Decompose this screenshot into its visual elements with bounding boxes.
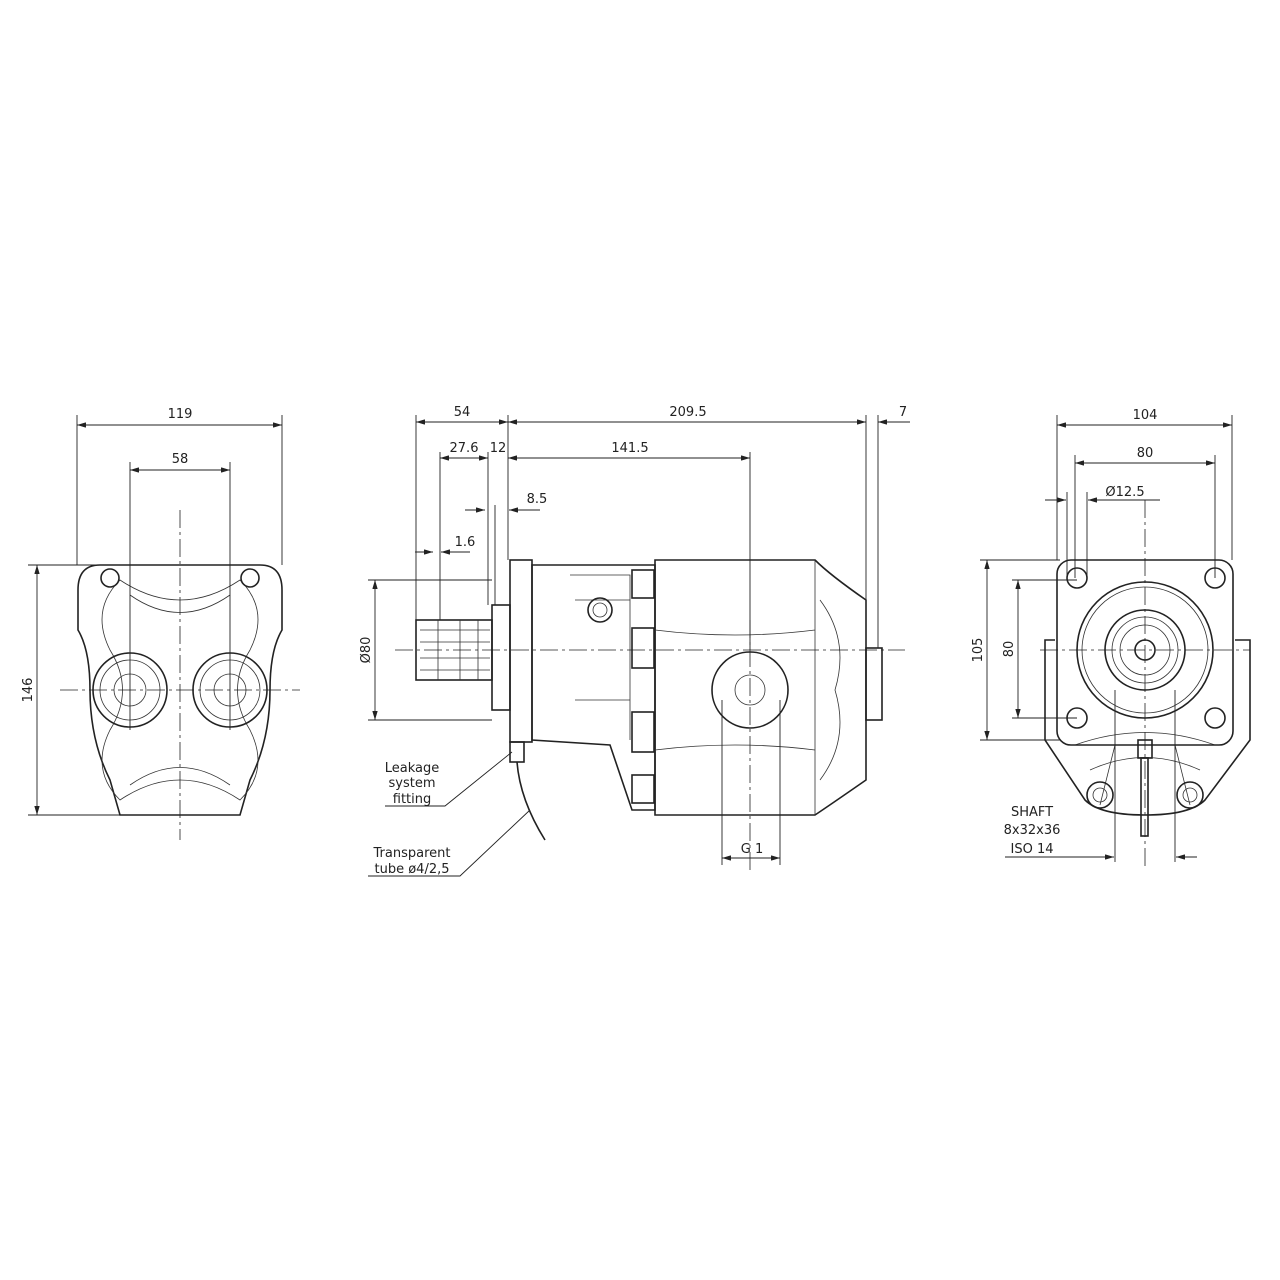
dim-plug: 7 xyxy=(899,405,907,420)
side-view: 54 209.5 7 27.6 12 141.5 8.5 1.6 Ø80 G 1… xyxy=(359,405,910,877)
dim-spline-length: 27.6 xyxy=(450,441,479,456)
leakage-label-3: fitting xyxy=(393,792,432,807)
dim-hole-spacing-h: 80 xyxy=(1137,446,1154,461)
dim-port-size: G 1 xyxy=(741,842,763,857)
dim-width: 119 xyxy=(168,407,193,422)
dim-hole-spacing-v: 80 xyxy=(1002,641,1017,658)
dim-hole-diameter: Ø12.5 xyxy=(1105,485,1144,500)
dim-height: 146 xyxy=(21,678,36,703)
rear-view: 104 80 Ø12.5 105 80 SHAFT 8x32x36 ISO 14 xyxy=(971,408,1251,870)
shaft-label-3: ISO 14 xyxy=(1011,842,1054,857)
dim-port-spacing: 58 xyxy=(172,452,189,467)
shaft-label-1: SHAFT xyxy=(1011,805,1053,820)
dim-rear-width: 104 xyxy=(1133,408,1158,423)
tube-label-2: tube ø4/2,5 xyxy=(375,862,450,877)
dim-pilot-diameter: Ø80 xyxy=(359,637,374,664)
dim-rear-height: 105 xyxy=(971,638,986,663)
dim-port-position: 141.5 xyxy=(611,441,648,456)
leakage-label-2: system xyxy=(389,776,436,791)
dim-chamfer: 1.6 xyxy=(455,535,476,550)
front-view: 119 58 146 xyxy=(21,407,300,840)
dim-shaft-total: 54 xyxy=(454,405,471,420)
dim-collar: 12 xyxy=(490,441,507,456)
shaft-label-2: 8x32x36 xyxy=(1004,823,1061,838)
dim-body-length: 209.5 xyxy=(669,405,706,420)
leakage-label-1: Leakage xyxy=(385,761,440,776)
tube-label-1: Transparent xyxy=(373,846,451,861)
dim-pilot-depth: 8.5 xyxy=(527,492,548,507)
